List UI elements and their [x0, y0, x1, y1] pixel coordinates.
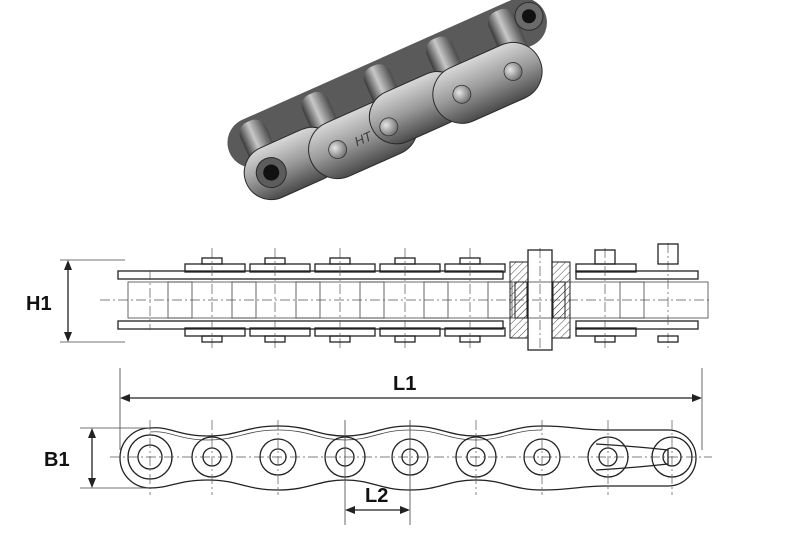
end-hole-right	[521, 9, 536, 24]
b1-label: B1	[44, 449, 70, 471]
l2-dimension	[345, 506, 410, 514]
h1-dimension	[60, 259, 125, 343]
pin-centerlines	[149, 420, 673, 525]
pin-heads	[328, 62, 523, 159]
top-view: L1	[44, 368, 712, 525]
l1-dimension	[119, 368, 703, 450]
chain-outline	[119, 425, 697, 491]
h1-label: H1	[26, 293, 52, 315]
side-view: H1	[26, 243, 712, 351]
side-pins	[149, 243, 679, 350]
l2-label: L2	[365, 485, 388, 507]
b1-dimension	[80, 427, 150, 489]
l1-label: L1	[393, 373, 416, 395]
chain-photo: HT	[227, 0, 547, 201]
section-link	[509, 249, 571, 351]
end-hole-left	[263, 164, 280, 181]
engraving-text: HT	[352, 128, 375, 149]
